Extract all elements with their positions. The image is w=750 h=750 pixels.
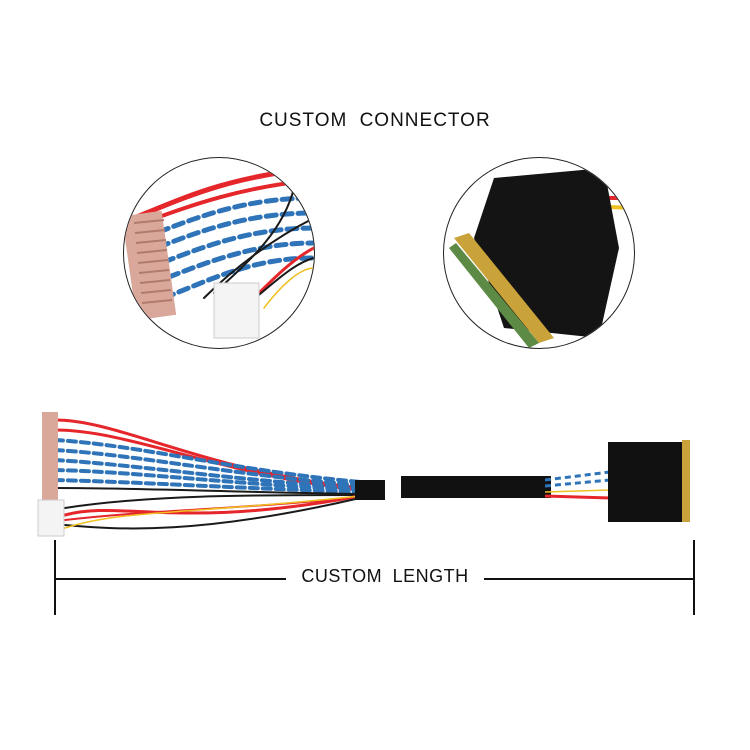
left-connector-detail-image [123,157,315,349]
page-title: CUSTOM CONNECTOR [259,110,491,131]
dimension-right-marker [693,540,695,615]
dimension-label: CUSTOM LENGTH [290,566,480,587]
right-connector-detail-image [443,157,635,349]
dimension-line-left [54,578,286,580]
dimension-left-marker [54,540,56,615]
dimension-line-right [484,578,694,580]
cable-assembly-image [0,400,750,550]
